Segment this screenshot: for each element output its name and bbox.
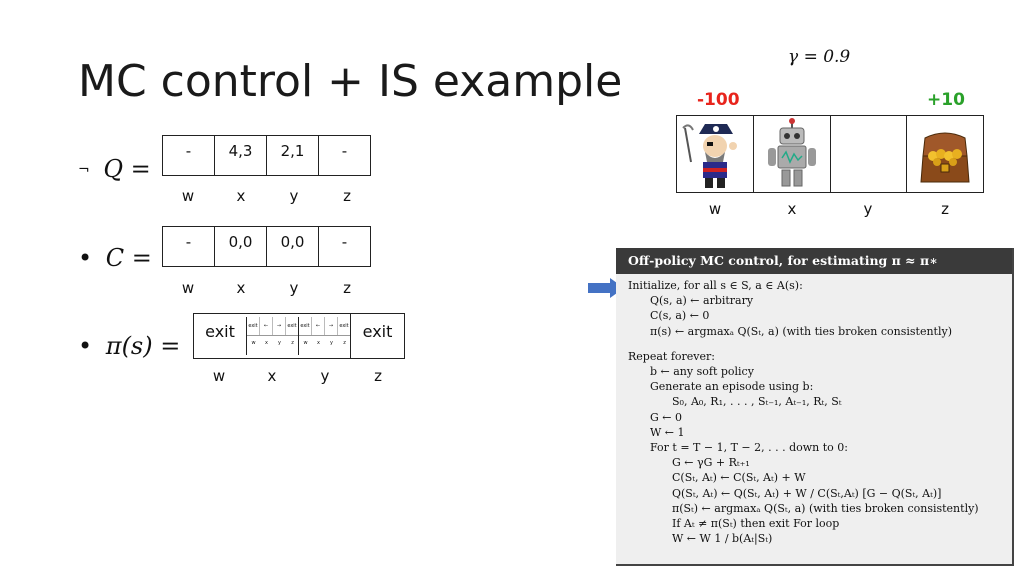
mini-cell: ← [312, 317, 325, 335]
mini-label: z [291, 340, 294, 346]
pi-bullet: • π(s) = [78, 332, 180, 360]
c-state-label: x [236, 279, 246, 297]
mini-label: w [251, 340, 256, 346]
mini-label: y [278, 340, 281, 346]
mini-label: x [317, 340, 320, 346]
algo-line: G ← γG + Rₜ₊₁ [672, 456, 750, 470]
c-bullet: • C = [78, 244, 152, 272]
algo-line: C(s, a) ← 0 [650, 309, 710, 323]
gridworld-cell-z [907, 116, 983, 192]
slide-title: MC control + IS example [78, 56, 623, 107]
treasure-chest-icon [920, 132, 970, 183]
pi-state-label: z [374, 367, 382, 385]
mini-label: y [330, 340, 333, 346]
mini-label: w [303, 340, 308, 346]
algo-line: For t = T − 1, T − 2, . . . down to 0: [650, 441, 848, 455]
algo-line: G ← 0 [650, 410, 682, 424]
q-state-label: x [236, 187, 246, 205]
algo-line: Generate an episode using b: [650, 380, 814, 394]
algo-line: If Aₜ ≠ π(Sₜ) then exit For loop [672, 517, 840, 531]
gridworld-state-label: w [708, 200, 722, 218]
pi-cell-z: exit [350, 314, 404, 358]
algo-line: Initialize, for all s ∈ S, a ∈ A(s): [628, 279, 803, 292]
algo-line: π(Sₜ) ← argmaxₐ Q(Sₜ, a) (with ties brok… [672, 501, 979, 515]
q-state-label: z [343, 187, 351, 205]
c-cell-x: 0,0 [214, 226, 267, 267]
algo-line: W ← W 1 / b(Aₜ|Sₜ) [672, 532, 773, 546]
q-table: - 4,3 2,1 - [162, 135, 371, 176]
mini-cell: → [325, 317, 338, 335]
algo-line: π(s) ← argmaxₐ Q(Sₜ, a) (with ties broke… [650, 324, 952, 338]
pi-table: exit exit ← → exit w x y z exit ← → exit… [193, 313, 405, 359]
algo-line: b ← any soft policy [650, 365, 754, 379]
mini-cell: ← [260, 317, 273, 335]
c-cell-w: - [162, 226, 215, 267]
q-state-label: w [181, 187, 195, 205]
q-label: Q = [103, 155, 151, 183]
q-cell-w: - [162, 135, 215, 176]
pointer-arrow-icon [588, 278, 624, 298]
gridworld-cell-w [677, 116, 754, 192]
algo-line: Q(s, a) ← arbitrary [650, 294, 754, 308]
q-cell-x: 4,3 [214, 135, 267, 176]
gridworld-cell-y [831, 116, 907, 192]
mini-cell: exit [299, 317, 312, 335]
mini-cell: → [273, 317, 286, 335]
gridworld-state-label: z [941, 200, 949, 218]
c-state-label: y [289, 279, 299, 297]
mini-label: z [343, 340, 346, 346]
c-table: - 0,0 0,0 - [162, 226, 371, 267]
pi-state-label: x [267, 367, 277, 385]
c-state-label: w [181, 279, 195, 297]
pi-mini-table-y: exit ← → exit w x y z [298, 317, 351, 355]
reward-right: +10 [927, 90, 965, 110]
c-cell-z: - [318, 226, 371, 267]
bullet-marker: ¬ [78, 162, 90, 178]
algo-line: C(Sₜ, Aₜ) ← C(Sₜ, Aₜ) + W [672, 471, 806, 485]
bullet-marker: • [78, 332, 93, 360]
algo-line: W ← 1 [650, 425, 685, 439]
c-state-label: z [343, 279, 351, 297]
mini-label: x [265, 340, 268, 346]
mini-cell: exit [247, 317, 260, 335]
q-cell-y: 2,1 [266, 135, 319, 176]
q-cell-z: - [318, 135, 371, 176]
gridworld [676, 115, 984, 193]
gridworld-cell-x [754, 116, 831, 192]
q-bullet: ¬ Q = [78, 155, 151, 183]
gamma-value: γ = 0.9 [788, 47, 851, 67]
pi-cell-w: exit [205, 322, 235, 341]
c-cell-y: 0,0 [266, 226, 319, 267]
algo-line: S₀, A₀, R₁, . . . , Sₜ₋₁, Aₜ₋₁, Rₜ, Sₜ [672, 395, 842, 409]
algorithm-header: Off-policy MC control, for estimating π … [616, 248, 1012, 274]
bullet-marker: • [78, 244, 93, 272]
gridworld-state-label: y [863, 200, 873, 218]
algo-line: Repeat forever: [628, 349, 715, 363]
pi-mini-table-x: exit ← → exit w x y z [246, 317, 299, 355]
pi-state-label: w [212, 367, 226, 385]
robot-icon [768, 118, 816, 187]
pi-state-label: y [320, 367, 330, 385]
algorithm-box: Off-policy MC control, for estimating π … [616, 248, 1014, 566]
pi-label: π(s) = [105, 332, 181, 360]
pirate-icon [682, 124, 737, 188]
c-label: C = [105, 244, 152, 272]
algo-line: Q(Sₜ, Aₜ) ← Q(Sₜ, Aₜ) + W / C(Sₜ,Aₜ) [G … [672, 486, 942, 500]
q-state-label: y [289, 187, 299, 205]
reward-left: -100 [697, 90, 740, 110]
gridworld-state-label: x [787, 200, 797, 218]
